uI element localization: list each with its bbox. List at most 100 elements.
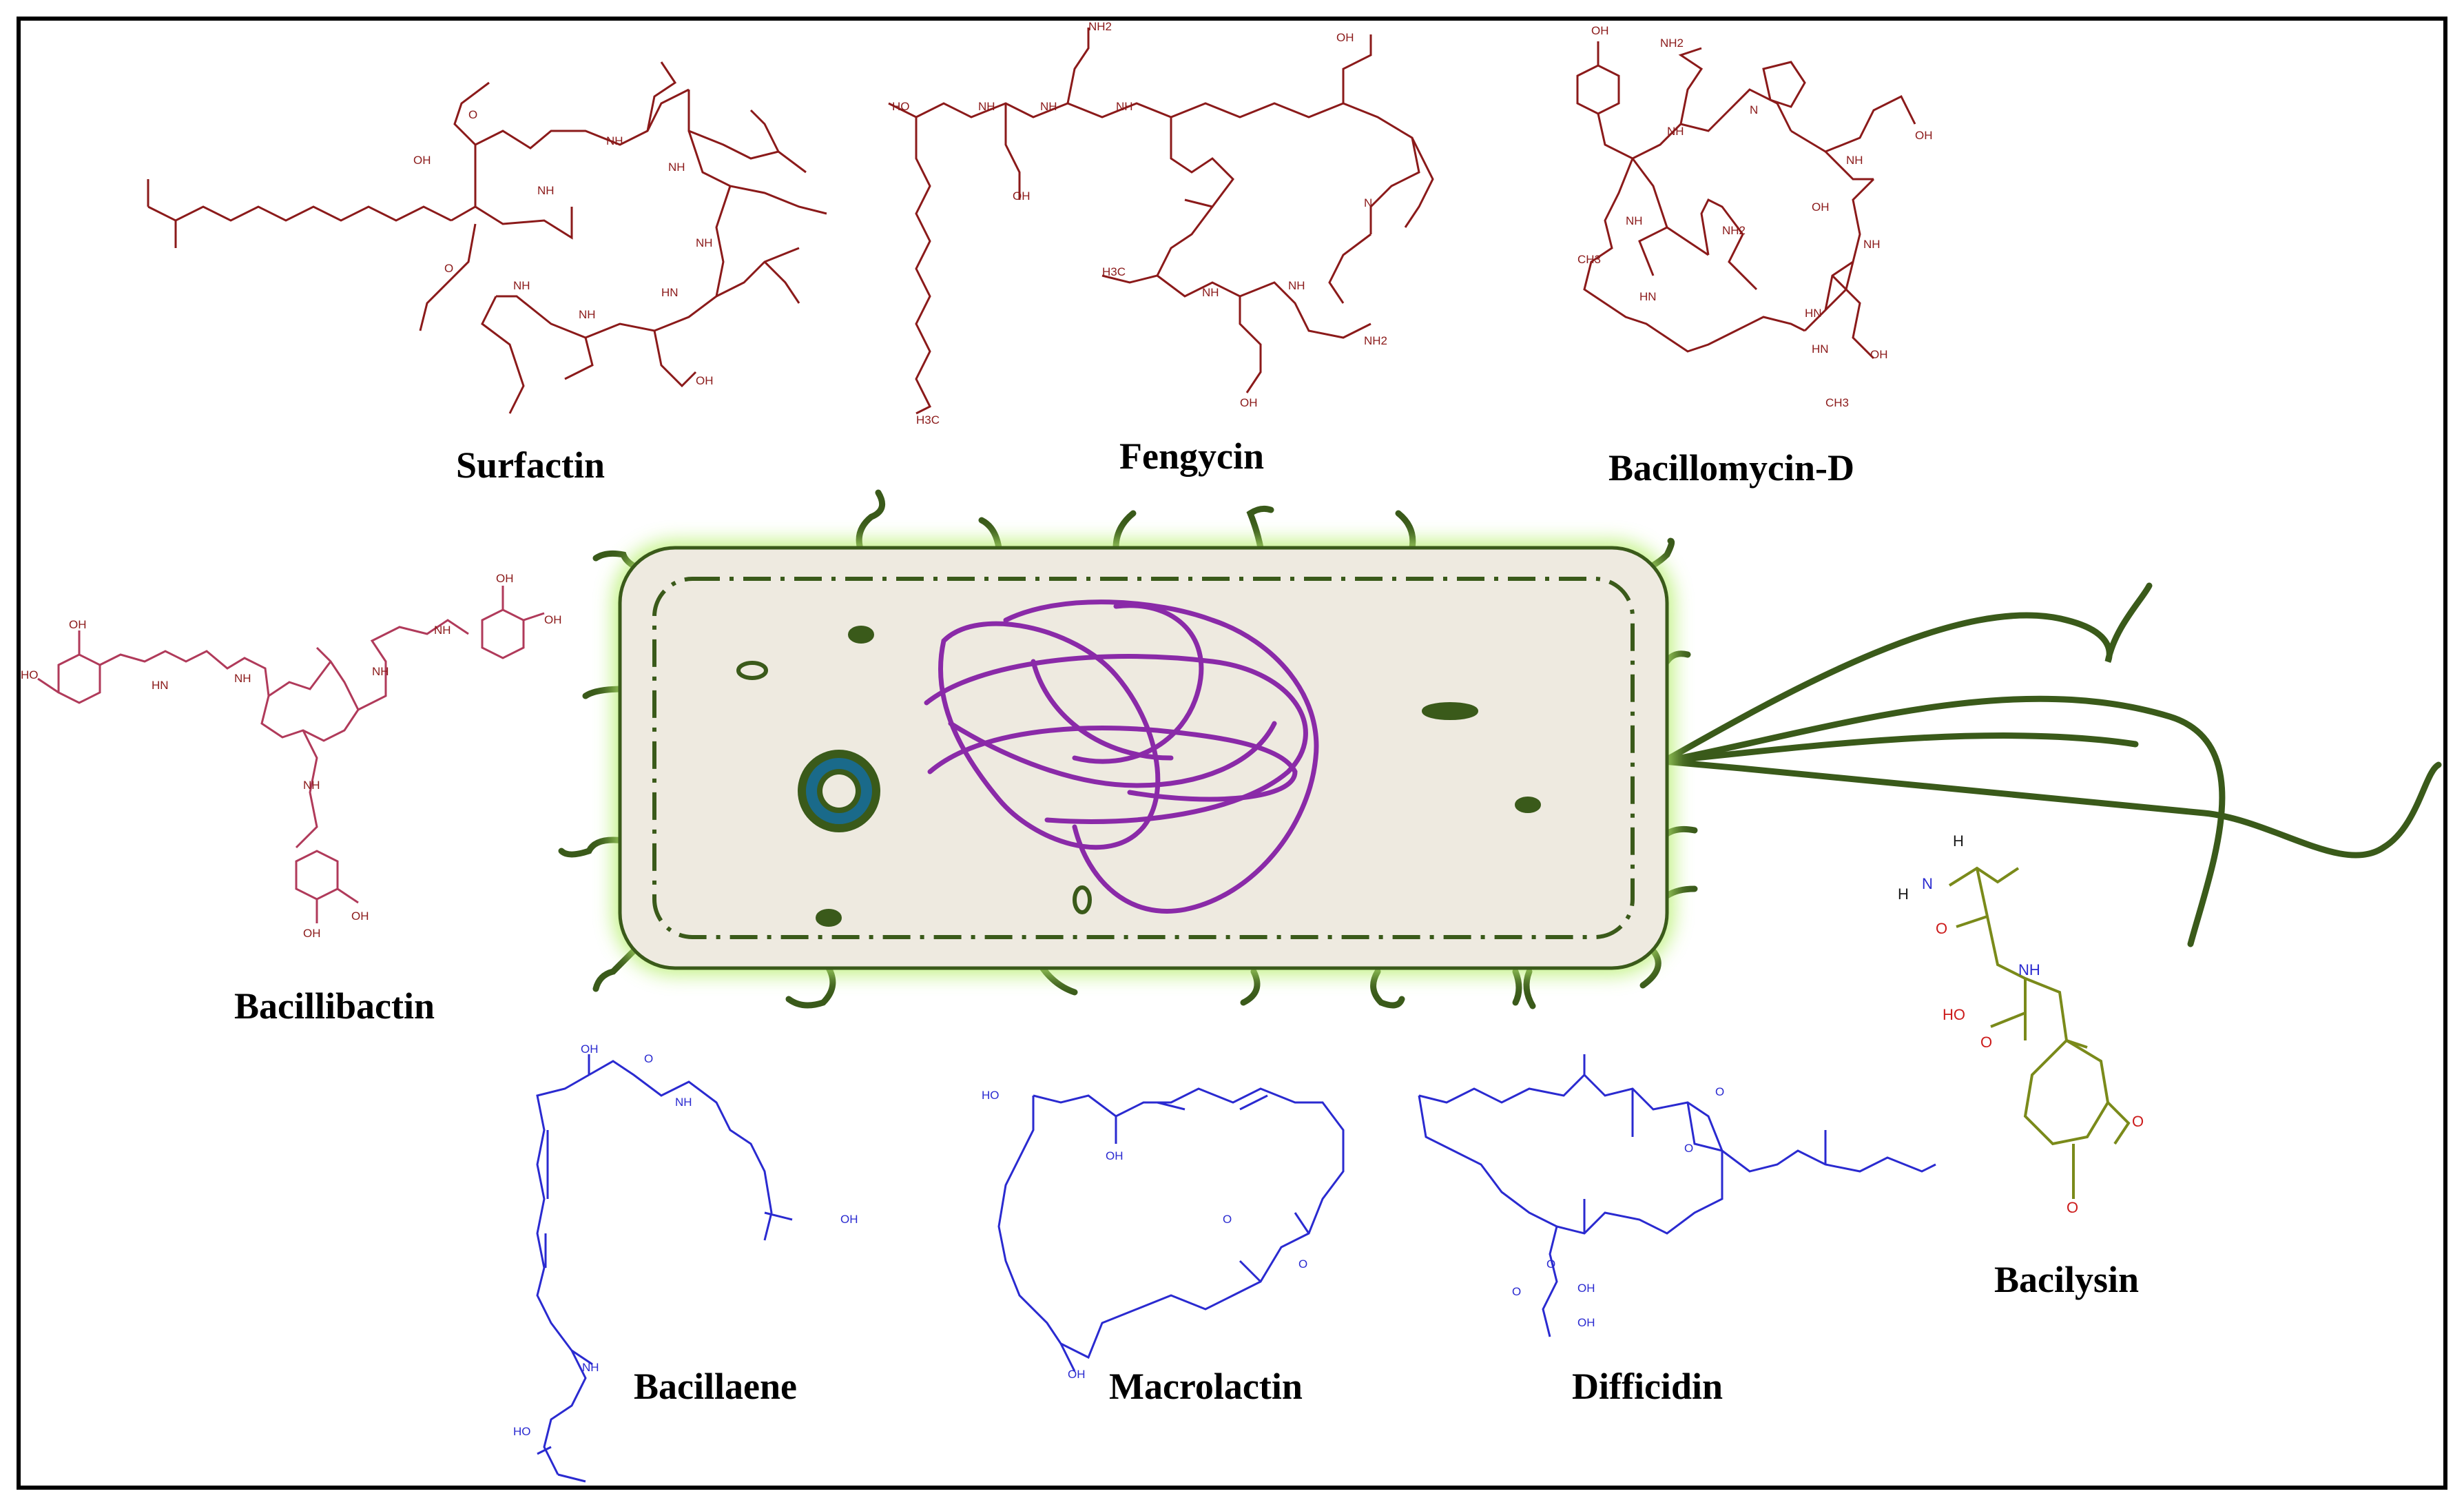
svg-text:NH: NH [434, 624, 451, 637]
svg-text:OH: OH [1106, 1149, 1124, 1162]
svg-text:CH3: CH3 [1825, 396, 1849, 409]
fengycin-atom-labels: HO NH NH NH NH2 OH OH NH NH NH2 OH H3C H… [892, 20, 1387, 427]
fengycin-structure [888, 28, 1434, 415]
svg-text:NH: NH [582, 1361, 599, 1374]
svg-text:H: H [1898, 885, 1909, 903]
svg-text:NH: NH [696, 236, 713, 249]
svg-text:NH: NH [2018, 961, 2040, 978]
svg-text:NH2: NH2 [1722, 224, 1746, 237]
svg-text:HO: HO [892, 100, 910, 113]
bacillibactin-label: Bacillibactin [234, 985, 435, 1027]
svg-text:NH: NH [675, 1096, 692, 1109]
svg-text:OH: OH [581, 1043, 599, 1056]
svg-text:OH: OH [496, 572, 514, 585]
fengycin-label: Fengycin [1119, 435, 1264, 477]
svg-text:NH2: NH2 [1088, 20, 1112, 33]
svg-text:NH: NH [1846, 154, 1863, 167]
bacillomycin-d-structure [1576, 41, 1916, 360]
bacillaene-label: Bacillaene [634, 1366, 797, 1407]
svg-text:HN: HN [1812, 342, 1829, 356]
svg-text:NH: NH [1863, 238, 1881, 251]
svg-text:NH: NH [1116, 100, 1133, 113]
svg-text:O: O [1298, 1258, 1307, 1271]
svg-text:O: O [1512, 1285, 1521, 1298]
svg-text:O: O [644, 1052, 653, 1065]
svg-text:OH: OH [1870, 348, 1888, 361]
cytoplasmic-granules [736, 626, 1541, 927]
svg-text:NH: NH [303, 779, 320, 792]
difficidin-structure [1418, 1054, 1936, 1337]
cell-membrane [652, 577, 1635, 939]
difficidin-atom-labels: O O O O OH OH [1512, 1085, 1724, 1329]
svg-text:O: O [1980, 1034, 1992, 1051]
svg-text:OH: OH [413, 154, 431, 167]
svg-text:O: O [1936, 920, 1947, 937]
svg-text:O: O [1684, 1142, 1693, 1155]
surfactin-label: Surfactin [456, 444, 605, 486]
svg-text:NH: NH [372, 665, 389, 678]
nucleoid-dna [924, 599, 1319, 914]
svg-text:O: O [468, 108, 477, 121]
svg-text:N: N [1750, 103, 1758, 116]
svg-text:OH: OH [1812, 201, 1830, 214]
svg-text:O: O [2067, 1199, 2078, 1216]
bacillomycin-d-label: Bacillomycin-D [1608, 447, 1854, 489]
svg-text:HN: HN [1805, 307, 1822, 320]
bacillibactin-atom-labels: OH HO HN NH NH NH OH OH NH OH OH [21, 572, 562, 940]
svg-text:H3C: H3C [1102, 265, 1126, 278]
svg-text:H3C: H3C [916, 413, 940, 427]
svg-text:NH: NH [1288, 279, 1305, 292]
svg-text:NH: NH [1202, 286, 1219, 299]
bacillomycin-d-atom-labels: OH NH2 NH N NH OH NH NH2 NH OH HN HN HN … [1577, 24, 1933, 409]
svg-text:N: N [1922, 875, 1933, 892]
svg-text:NH: NH [668, 161, 685, 174]
bacilysin-structure [1948, 866, 2131, 1199]
svg-text:N: N [1364, 196, 1372, 209]
svg-text:O: O [2132, 1113, 2144, 1130]
svg-text:HN: HN [661, 286, 679, 299]
svg-text:NH: NH [513, 279, 530, 292]
svg-text:NH: NH [978, 100, 995, 113]
bacillibactin-structure [37, 586, 545, 923]
svg-text:NH: NH [606, 134, 623, 147]
svg-text:NH: NH [579, 308, 596, 321]
svg-text:OH: OH [1915, 129, 1933, 142]
surfactin-atom-labels: OH O NH NH NH NH HN NH NH OH O [413, 108, 714, 387]
svg-text:NH: NH [1626, 214, 1643, 227]
svg-text:OH: OH [1577, 1282, 1595, 1295]
svg-text:OH: OH [1577, 1316, 1595, 1329]
svg-text:H: H [1953, 832, 1964, 850]
macrolactin-atom-labels: HO OH O O OH [982, 1089, 1307, 1381]
svg-text:OH: OH [69, 618, 87, 631]
svg-text:O: O [444, 262, 453, 275]
svg-text:HO: HO [513, 1425, 531, 1438]
svg-text:NH: NH [1040, 100, 1057, 113]
svg-text:OH: OH [351, 910, 369, 923]
svg-text:OH: OH [1591, 24, 1609, 37]
svg-text:HO: HO [1943, 1006, 1965, 1023]
svg-text:HN: HN [1639, 290, 1657, 303]
bacilysin-atom-labels: H H N O NH HO O O O [1898, 832, 2144, 1216]
svg-text:OH: OH [1068, 1368, 1086, 1381]
svg-text:OH: OH [1336, 31, 1354, 44]
svg-text:O: O [1715, 1085, 1724, 1098]
bacillaene-structure [536, 1054, 793, 1483]
svg-text:HO: HO [982, 1089, 1000, 1102]
bacilysin-label: Bacilysin [1994, 1259, 2139, 1300]
svg-text:OH: OH [1013, 189, 1031, 203]
flagella [1660, 582, 2442, 947]
svg-text:O: O [1223, 1213, 1232, 1226]
svg-text:NH: NH [1667, 125, 1684, 138]
svg-text:NH2: NH2 [1660, 37, 1684, 50]
svg-text:NH: NH [537, 184, 555, 197]
macrolactin-structure [997, 1087, 1345, 1372]
svg-text:CH3: CH3 [1577, 253, 1601, 266]
plasmid [798, 750, 880, 832]
bacillaene-atom-labels: OH O NH OH NH HO [513, 1043, 858, 1438]
bacterial-cell [558, 489, 2442, 1009]
svg-text:HN: HN [152, 679, 169, 692]
svg-text:HO: HO [21, 668, 39, 681]
svg-text:NH2: NH2 [1364, 334, 1387, 347]
svg-text:OH: OH [303, 927, 321, 940]
